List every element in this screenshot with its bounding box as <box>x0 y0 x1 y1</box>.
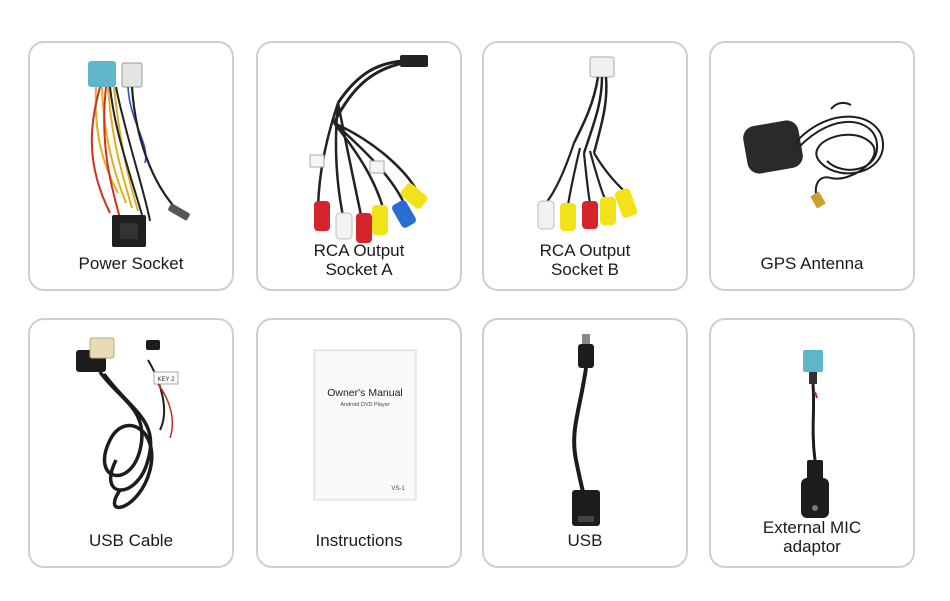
product-card-rca-socket-a: RCA Output Socket A <box>256 41 462 291</box>
usb-cable-tag: KEY 2 <box>158 377 176 383</box>
usb-cable-image: KEY 2 <box>76 337 179 510</box>
product-card-instructions: Owner's Manual Android DVD Player VS-1 I… <box>256 318 462 568</box>
manual-subtitle: Android DVD Player <box>340 402 389 408</box>
product-card-usb: USB <box>482 318 688 568</box>
product-card-mic-adaptor: External MIC adaptor <box>709 318 915 568</box>
card-label: External MIC adaptor <box>762 518 862 556</box>
card-label: USB Cable <box>88 531 174 550</box>
card-label: RCA Output Socket B <box>539 241 631 279</box>
card-label: USB <box>567 531 603 550</box>
card-label: RCA Output Socket A <box>313 241 405 279</box>
mic-adaptor-image <box>801 350 829 518</box>
card-label: Power Socket <box>78 254 184 273</box>
gps-antenna-image <box>743 101 885 209</box>
product-card-gps-antenna: GPS Antenna <box>709 41 915 291</box>
rca-socket-b-image <box>537 56 638 231</box>
rca-socket-a-image <box>309 55 428 243</box>
product-card-usb-cable: KEY 2 USB Cable <box>28 318 234 568</box>
power-socket-harness-image <box>88 61 190 247</box>
card-label: Instructions <box>315 531 403 550</box>
instructions-manual-image: Owner's Manual Android DVD Player VS-1 <box>313 349 417 501</box>
manual-title: Owner's Manual <box>327 387 403 399</box>
card-label: GPS Antenna <box>760 254 864 273</box>
usb-adapter-image <box>572 334 600 526</box>
product-card-power-socket: Power Socket <box>28 41 234 291</box>
product-card-rca-socket-b: RCA Output Socket B <box>482 41 688 291</box>
manual-code: VS-1 <box>391 486 405 492</box>
